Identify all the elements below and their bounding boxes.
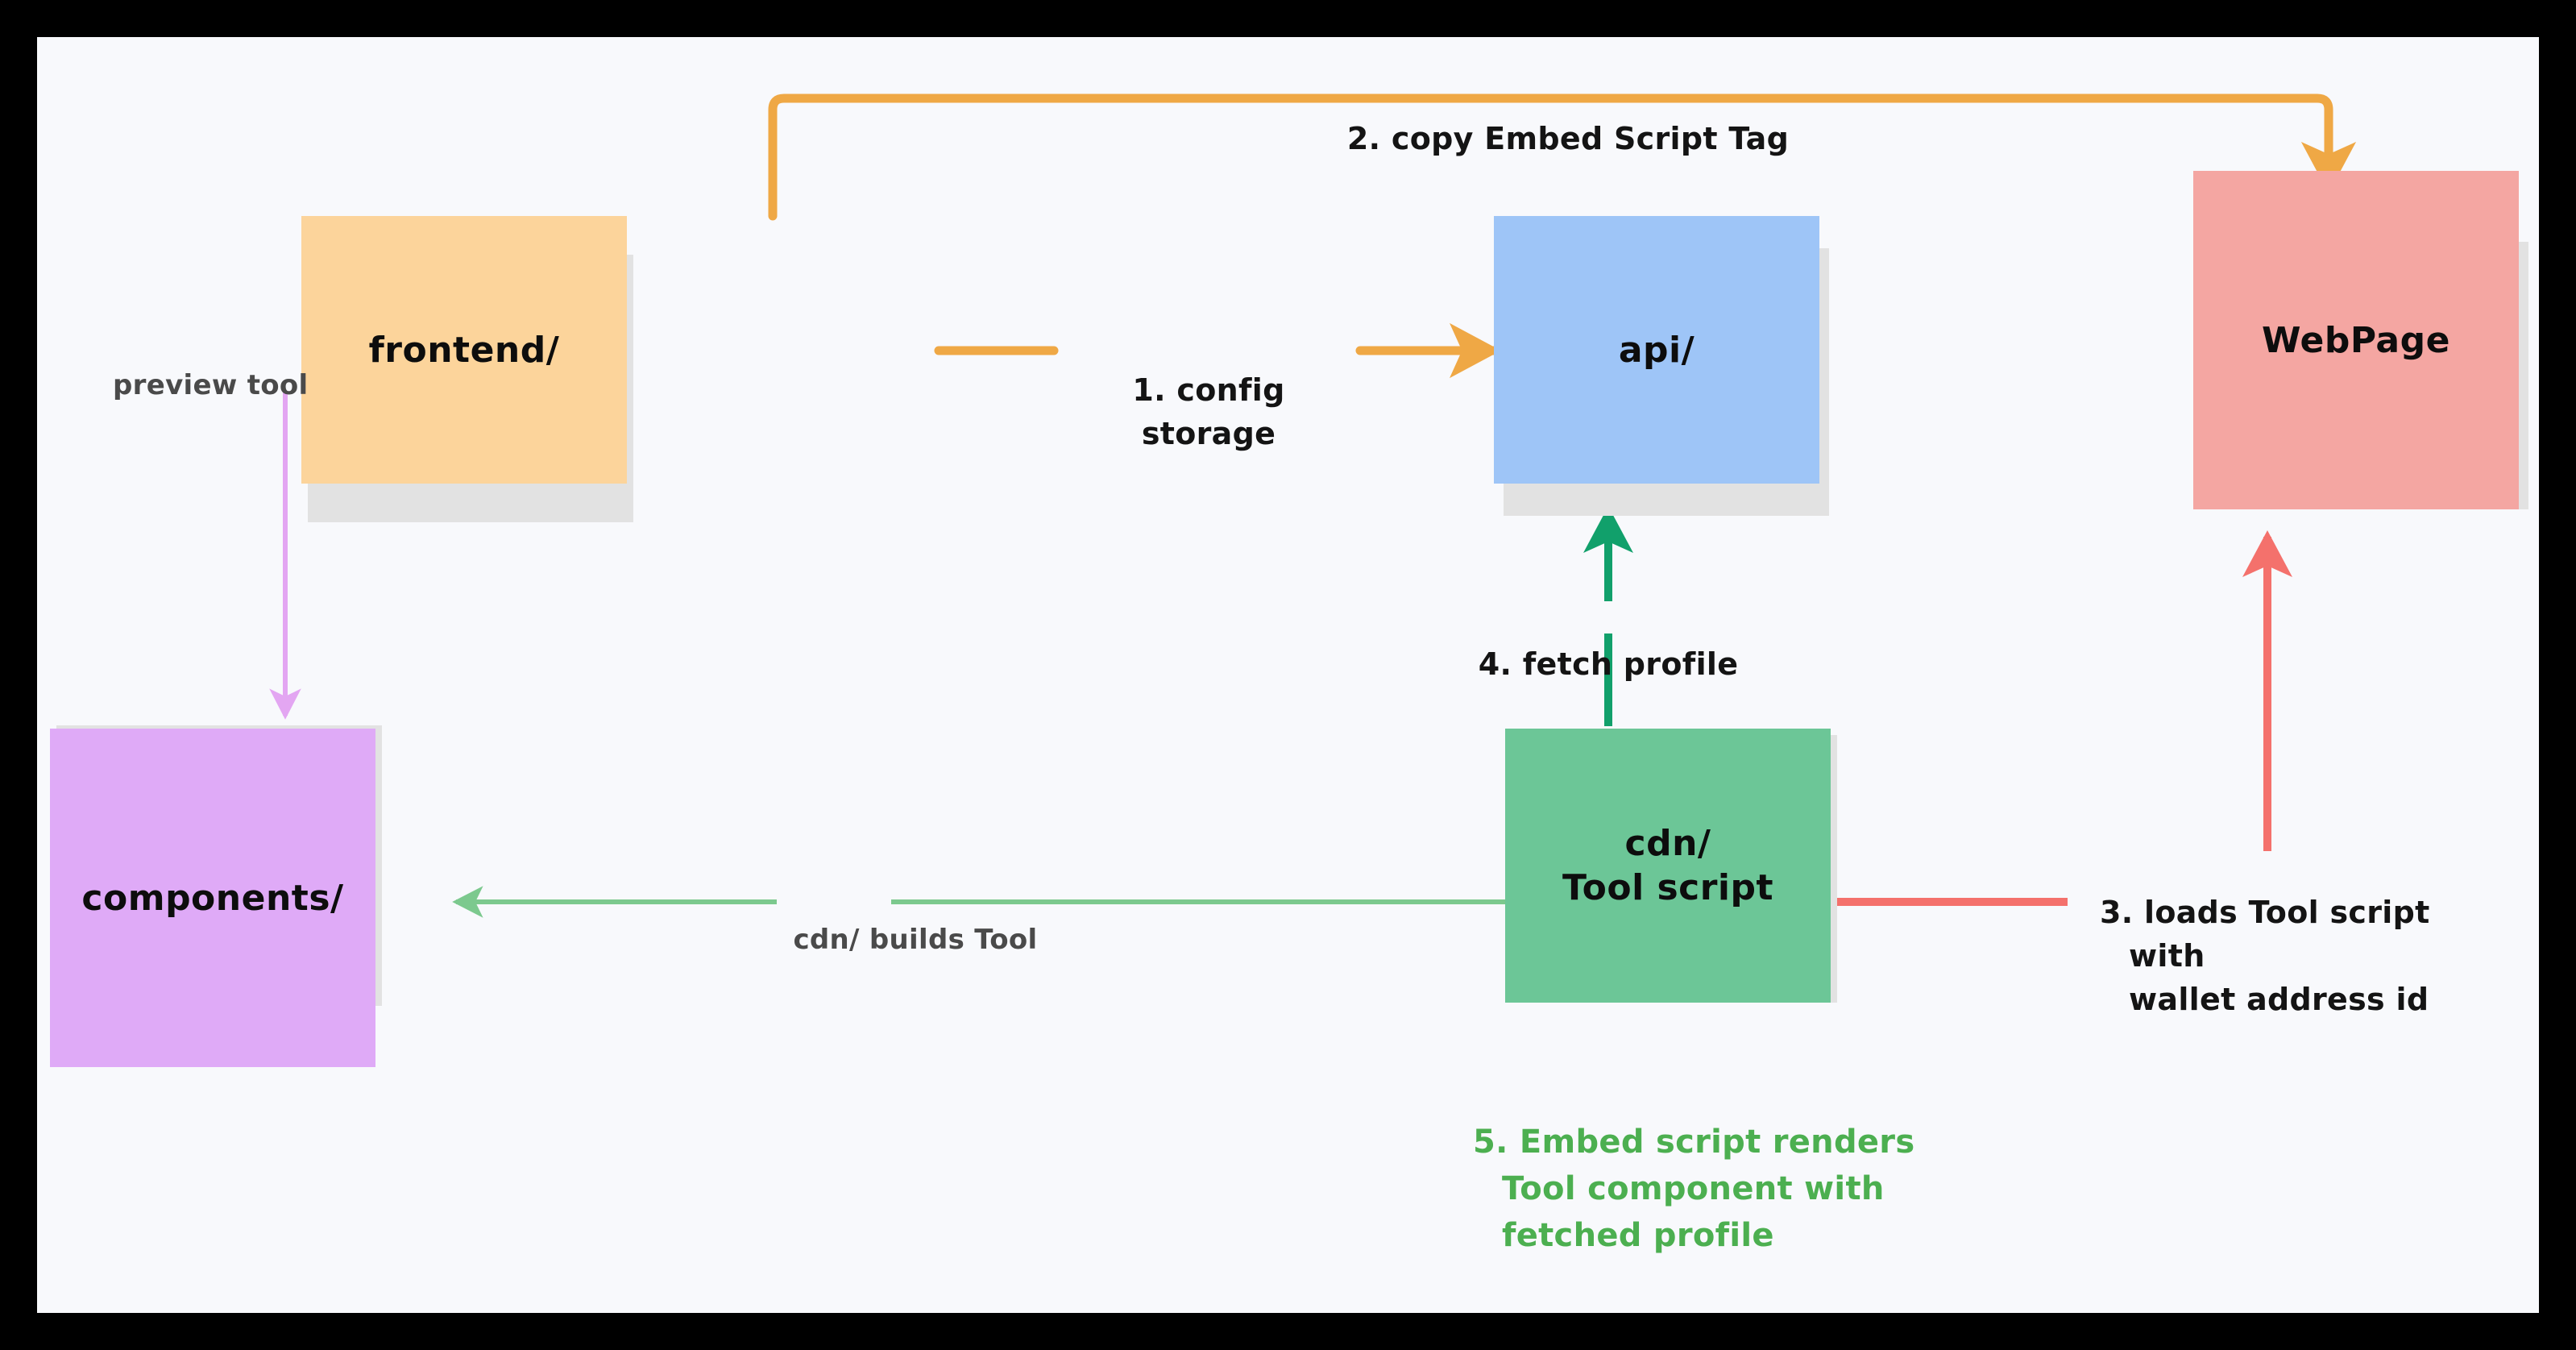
node-api-label: api/ (1618, 329, 1695, 371)
node-cdn[interactable]: cdn/ Tool script (1505, 729, 1831, 1003)
node-frontend[interactable]: frontend/ (301, 216, 627, 484)
edge-label-builds-tool: cdn/ builds Tool (793, 924, 1038, 957)
edge-label-config-storage: 1. config storage (1132, 372, 1285, 451)
node-cdn-label: cdn/ Tool script (1562, 823, 1774, 908)
node-components-label: components/ (81, 877, 344, 919)
node-webpage-label: WebPage (2262, 319, 2450, 361)
node-components[interactable]: components/ (50, 729, 375, 1067)
edge-label-fetch-profile: 4. fetch profile (1478, 646, 1739, 682)
node-frontend-label: frontend/ (368, 329, 560, 371)
node-api[interactable]: api/ (1494, 216, 1819, 484)
edge-label-copy-embed-script-tag: 2. copy Embed Script Tag (1346, 120, 1790, 156)
node-webpage[interactable]: WebPage (2193, 171, 2519, 509)
edge-label-preview-tool: preview tool (113, 369, 309, 402)
diagram-canvas: frontend/ api/ WebPage components/ cdn/ … (37, 37, 2539, 1313)
